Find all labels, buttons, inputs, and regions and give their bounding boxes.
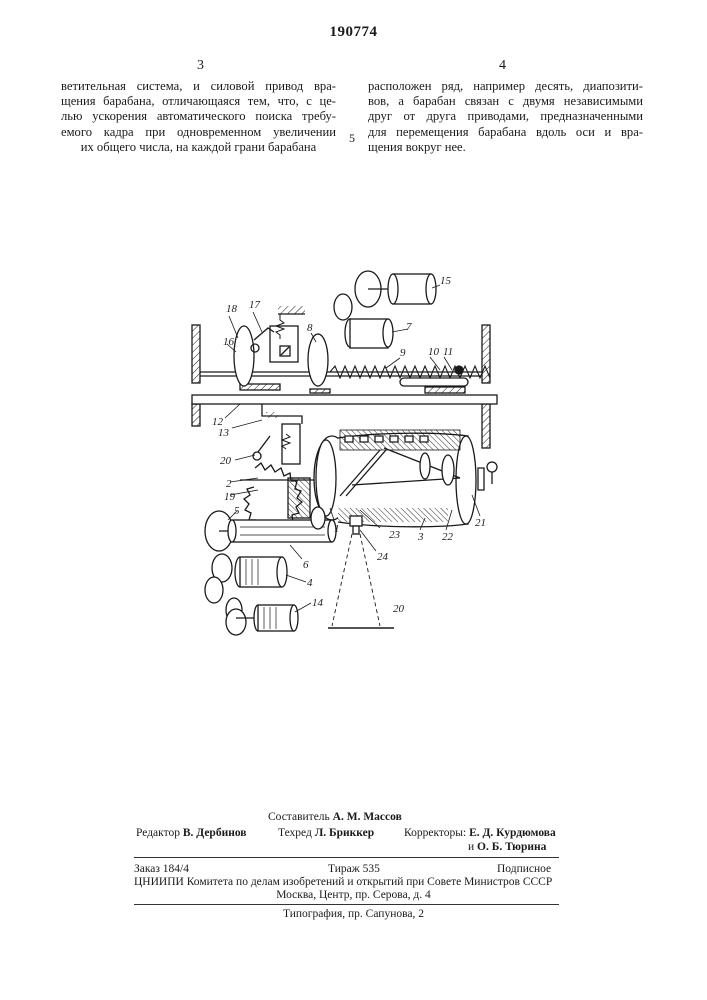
text-line: щения барабана, отличающаяся тем, что, с… xyxy=(61,94,336,109)
motor-7 xyxy=(345,319,393,348)
subscription: Подписное xyxy=(497,862,551,876)
compiler-label: Составитель xyxy=(268,811,330,823)
label-1: 1 xyxy=(334,523,340,535)
label-20: 20 xyxy=(220,455,232,467)
printer-line: Типография, пр. Сапунова, 2 xyxy=(0,907,707,921)
address-line: Москва, Центр, пр. Серова, д. 4 xyxy=(0,888,707,902)
compiler-line: Составитель А. М. Массов xyxy=(268,810,402,824)
label-18: 18 xyxy=(226,303,238,315)
label-20-screen: 20 xyxy=(393,603,405,615)
label-15: 15 xyxy=(440,275,452,287)
corrector-2-line: и О. Б. Тюрина xyxy=(468,840,546,854)
divider xyxy=(134,904,559,905)
text-line: вов, а барабан связан с двумя независимы… xyxy=(368,94,643,109)
label-21: 21 xyxy=(475,517,486,529)
techred-name: Л. Бриккер xyxy=(315,827,374,839)
text-line: друг от друга приводами, предназначенным… xyxy=(368,109,643,124)
organization-line: ЦНИИПИ Комитета по делам изобретений и о… xyxy=(134,875,559,889)
corrector-2: О. Б. Тюрина xyxy=(477,841,546,853)
editor-line: Редактор В. Дербинов xyxy=(136,826,247,840)
techred-line: Техред Л. Бриккер xyxy=(278,826,374,840)
label-10: 10 xyxy=(428,346,440,358)
label-8: 8 xyxy=(307,322,313,334)
text-line: ветительная система, и силовой привод вр… xyxy=(61,79,336,94)
guide-rail xyxy=(192,384,497,404)
print-run: Тираж 535 xyxy=(328,862,380,876)
text-line: щения вокруг нее. xyxy=(368,140,643,155)
label-2: 2 xyxy=(226,478,232,490)
text-line: для перемещения барабана вдоль оси и вра… xyxy=(368,125,643,140)
text-line: расположен ряд, например десять, диапози… xyxy=(368,79,643,94)
drum-3 xyxy=(314,430,497,527)
label-24: 24 xyxy=(377,551,389,563)
label-3: 3 xyxy=(417,531,424,543)
label-9: 9 xyxy=(400,347,406,359)
column-number-left: 3 xyxy=(197,58,204,74)
label-23: 23 xyxy=(389,529,401,541)
editor-name: В. Дербинов xyxy=(183,827,247,839)
label-5: 5 xyxy=(234,505,240,517)
label-16: 16 xyxy=(223,336,235,348)
label-4: 4 xyxy=(307,577,313,589)
label-14: 14 xyxy=(312,597,324,609)
label-17: 17 xyxy=(249,299,261,311)
margin-line-number: 5 xyxy=(349,131,355,146)
label-19: 19 xyxy=(224,491,236,503)
motor-4 xyxy=(205,554,287,603)
text-line: лью ускорения автоматического поиска тре… xyxy=(61,109,336,124)
label-13: 13 xyxy=(218,427,230,439)
text-column-left: ветительная система, и силовой привод вр… xyxy=(61,79,336,155)
corrector-2-prefix: и xyxy=(468,841,474,853)
divider xyxy=(134,857,559,858)
column-number-right: 4 xyxy=(499,58,506,74)
corrector-1: Е. Д. Курдюмова xyxy=(469,827,556,839)
text-column-right: расположен ряд, например десять, диапози… xyxy=(368,79,643,155)
correctors-label: Корректоры: xyxy=(404,827,466,839)
correctors-line: Корректоры: Е. Д. Курдюмова xyxy=(404,826,556,840)
editor-label: Редактор xyxy=(136,827,180,839)
patent-number: 190774 xyxy=(0,24,707,41)
label-6: 6 xyxy=(303,559,309,571)
techred-label: Техред xyxy=(278,827,312,839)
label-7: 7 xyxy=(406,321,412,333)
order-number: Заказ 184/4 xyxy=(134,862,189,876)
compiler-name: А. М. Массов xyxy=(333,811,402,823)
text-line: их общего числа, на каждой грани барабан… xyxy=(61,140,336,155)
label-11: 11 xyxy=(443,346,453,358)
patent-drawing: 18 17 16 8 7 9 10 11 15 12 13 20 2 19 21… xyxy=(0,230,707,650)
text-line: емого кадра при одновременном увеличении xyxy=(61,125,336,140)
label-22: 22 xyxy=(442,531,454,543)
solenoid-assembly xyxy=(251,306,305,362)
motor-14 xyxy=(226,598,298,635)
